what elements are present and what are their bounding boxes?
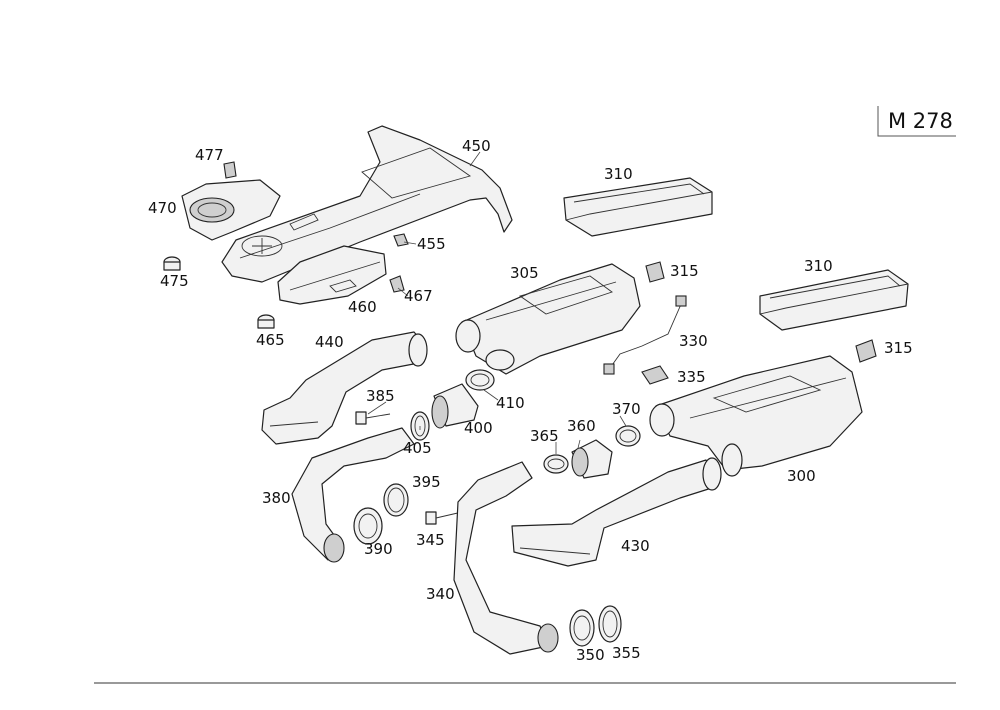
hose-380 xyxy=(291,427,415,563)
grommet-465 xyxy=(257,314,275,329)
callout-360: 360 xyxy=(567,417,596,435)
callout-310-upper: 310 xyxy=(604,165,633,183)
callout-455: 455 xyxy=(417,235,446,253)
callout-335: 335 xyxy=(677,368,706,386)
callout-440: 440 xyxy=(315,333,344,351)
callout-305: 305 xyxy=(510,264,539,282)
cover-460 xyxy=(277,245,387,305)
callout-470: 470 xyxy=(148,199,177,217)
cover-part-470 xyxy=(181,179,281,241)
bracket-335 xyxy=(641,365,669,385)
callout-350: 350 xyxy=(576,646,605,664)
engine-code-box: M 278 xyxy=(877,106,956,137)
clamp-410 xyxy=(465,369,495,391)
clamp-395 xyxy=(383,483,409,517)
clip-477 xyxy=(223,161,237,179)
callout-450: 450 xyxy=(462,137,491,155)
callout-410: 410 xyxy=(496,394,525,412)
callout-475: 475 xyxy=(160,272,189,290)
intake-duct-430 xyxy=(511,457,722,567)
intake-duct-440 xyxy=(261,331,428,445)
callout-330: 330 xyxy=(679,332,708,350)
callout-315-right: 315 xyxy=(884,339,913,357)
callout-300: 300 xyxy=(787,467,816,485)
callout-385: 385 xyxy=(366,387,395,405)
clamp-370 xyxy=(615,425,641,447)
callout-355: 355 xyxy=(612,644,641,662)
callout-400: 400 xyxy=(464,419,493,437)
callout-405: 405 xyxy=(403,439,432,457)
callout-310-right: 310 xyxy=(804,257,833,275)
clamp-355 xyxy=(598,605,622,643)
sleeve-350 xyxy=(569,609,595,647)
callout-467: 467 xyxy=(404,287,433,305)
callout-380: 380 xyxy=(262,489,291,507)
sensor-315-upper xyxy=(645,261,665,283)
filter-housing-300 xyxy=(649,355,863,477)
sensor-315-right xyxy=(855,339,877,363)
clamp-365 xyxy=(543,454,569,474)
screw-385 xyxy=(355,411,391,425)
sensor-400 xyxy=(431,383,479,429)
clip-467 xyxy=(389,275,405,293)
callout-365: 365 xyxy=(530,427,559,445)
callout-465: 465 xyxy=(256,331,285,349)
callout-460: 460 xyxy=(348,298,377,316)
callout-430: 430 xyxy=(621,537,650,555)
sensor-360 xyxy=(571,439,613,479)
grommet-475 xyxy=(163,256,181,271)
callouts: 477 470 475 450 455 460 467 465 440 385 … xyxy=(148,137,913,664)
leader-lines xyxy=(367,151,627,454)
callout-390: 390 xyxy=(364,540,393,558)
clip-455 xyxy=(393,233,409,247)
callout-395: 395 xyxy=(412,473,441,491)
callout-345: 345 xyxy=(416,531,445,549)
wiring-330 xyxy=(603,295,687,375)
callout-340: 340 xyxy=(426,585,455,603)
filter-element-310-upper xyxy=(563,177,713,237)
filter-element-310-right xyxy=(759,269,909,331)
sleeve-390 xyxy=(353,507,383,545)
hose-340 xyxy=(453,461,559,655)
engine-code-label: M 278 xyxy=(888,109,953,133)
callout-477: 477 xyxy=(195,146,224,164)
filter-housing-305 xyxy=(455,263,641,375)
callout-315-upper: 315 xyxy=(670,262,699,280)
callout-370: 370 xyxy=(612,400,641,418)
